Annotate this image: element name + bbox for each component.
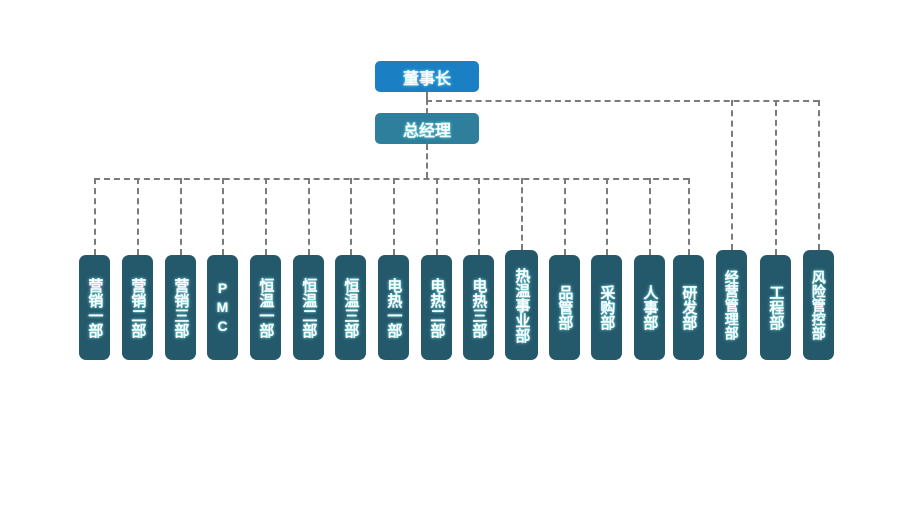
node-pmc-label: PMC — [216, 280, 229, 334]
node-electric-heat-3-label: 电热三部 — [470, 277, 488, 338]
node-thermostat-1[interactable]: 恒温一部 — [250, 255, 281, 360]
node-research-development-label: 研发部 — [680, 285, 698, 330]
node-electric-heat-3[interactable]: 电热三部 — [463, 255, 494, 360]
node-thermostat-3-label: 恒温三部 — [342, 277, 360, 338]
node-electric-heat-2[interactable]: 电热二部 — [421, 255, 452, 360]
connector-gm-stem — [426, 144, 428, 178]
node-general-manager[interactable]: 总经理 — [375, 113, 479, 144]
connector-drop-thermal-division — [521, 178, 523, 250]
connector-drop-marketing-3 — [180, 178, 182, 255]
node-thermostat-2[interactable]: 恒温二部 — [293, 255, 324, 360]
node-risk-control[interactable]: 风险管控部 — [803, 250, 834, 360]
node-thermostat-2-label: 恒温二部 — [300, 277, 318, 338]
node-purchasing[interactable]: 采购部 — [591, 255, 622, 360]
connector-drop-pmc — [222, 178, 224, 255]
node-human-resources[interactable]: 人事部 — [634, 255, 665, 360]
connector-drop-risk-control — [818, 100, 820, 250]
node-chairman[interactable]: 董事长 — [375, 61, 479, 92]
connector-drop-quality-control — [564, 178, 566, 255]
node-electric-heat-2-label: 电热二部 — [428, 277, 446, 338]
node-chairman-label: 董事长 — [402, 70, 451, 88]
node-electric-heat-1-label: 电热一部 — [385, 277, 403, 338]
connector-drop-engineering — [775, 100, 777, 255]
connector-drop-research-development — [688, 178, 690, 255]
connector-drop-marketing-2 — [137, 178, 139, 255]
connector-drop-thermostat-1 — [265, 178, 267, 255]
connector-chairman-stem — [426, 92, 428, 101]
connector-chairman-bus — [426, 100, 819, 102]
node-marketing-1-label: 营销一部 — [86, 277, 104, 338]
node-marketing-2[interactable]: 营销二部 — [122, 255, 153, 360]
node-business-management-label: 经营管理部 — [723, 270, 740, 340]
connector-drop-human-resources — [649, 178, 651, 255]
connector-drop-marketing-1 — [94, 178, 96, 255]
node-quality-control[interactable]: 品管部 — [549, 255, 580, 360]
node-general-manager-label: 总经理 — [402, 122, 451, 140]
connector-department-bus — [94, 178, 689, 180]
connector-chairman-to-gm — [426, 100, 428, 113]
connector-drop-thermostat-2 — [308, 178, 310, 255]
connector-drop-electric-heat-2 — [436, 178, 438, 255]
node-thermal-division[interactable]: 热温事业部 — [505, 250, 538, 360]
node-purchasing-label: 采购部 — [598, 285, 616, 330]
connector-drop-electric-heat-3 — [478, 178, 480, 255]
node-marketing-1[interactable]: 营销一部 — [79, 255, 110, 360]
node-pmc[interactable]: PMC — [207, 255, 238, 360]
node-business-management[interactable]: 经营管理部 — [716, 250, 747, 360]
connector-drop-purchasing — [606, 178, 608, 255]
connector-drop-thermostat-3 — [350, 178, 352, 255]
node-research-development[interactable]: 研发部 — [673, 255, 704, 360]
node-marketing-3-label: 营销三部 — [172, 277, 190, 338]
node-thermostat-1-label: 恒温一部 — [257, 277, 275, 338]
node-thermostat-3[interactable]: 恒温三部 — [335, 255, 366, 360]
node-human-resources-label: 人事部 — [641, 285, 659, 330]
node-risk-control-label: 风险管控部 — [810, 270, 827, 340]
node-electric-heat-1[interactable]: 电热一部 — [378, 255, 409, 360]
node-marketing-2-label: 营销二部 — [129, 277, 147, 338]
connector-drop-business-management — [731, 100, 733, 250]
connector-drop-electric-heat-1 — [393, 178, 395, 255]
node-thermal-division-label: 热温事业部 — [513, 267, 531, 343]
node-engineering-label: 工程部 — [767, 285, 785, 330]
node-quality-control-label: 品管部 — [556, 285, 574, 330]
node-marketing-3[interactable]: 营销三部 — [165, 255, 196, 360]
node-engineering[interactable]: 工程部 — [760, 255, 791, 360]
